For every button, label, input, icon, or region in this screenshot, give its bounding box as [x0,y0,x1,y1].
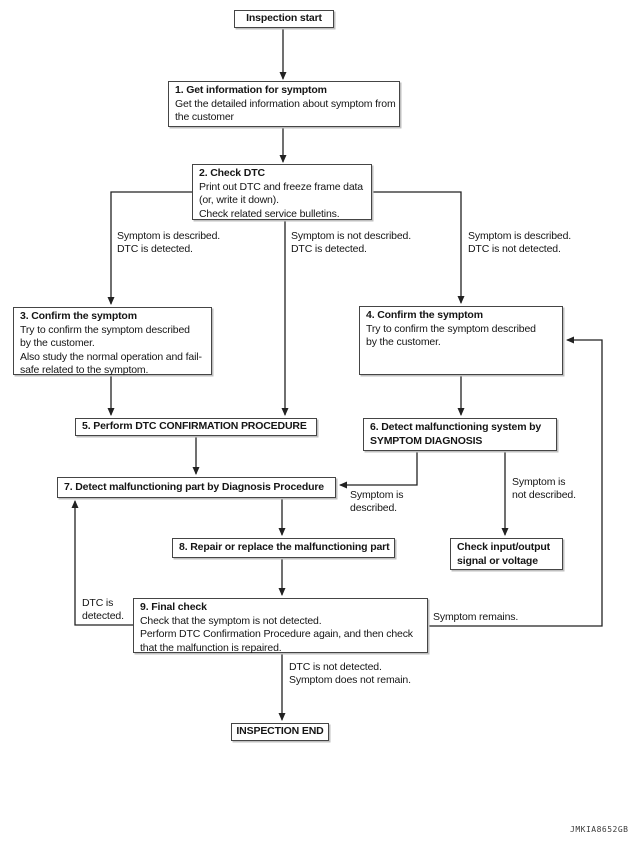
edge-label-line: Symptom is [512,476,566,488]
node-step4-line: Try to confirm the symptom described [366,322,536,335]
edge-label-line: Symptom is described. [468,230,572,242]
edge-step2-to-step4 [372,191,465,304]
edge-label-line: DTC is detected. [117,243,193,255]
node-step4: 4. Confirm the symptom Try to confirm th… [359,306,563,375]
edge-label-line: described. [350,502,397,514]
node-step9-line: Perform DTC Confirmation Procedure again… [140,628,413,640]
node-step1-title: 1. Get information for symptom [175,84,327,96]
node-check-io-title2: signal or voltage [457,554,538,567]
node-step1-line: Get the detailed information about sympt… [175,97,396,110]
figure-code-watermark: JMKIA8652GB [570,825,629,834]
node-step8: 8. Repair or replace the malfunctioning … [172,538,395,558]
edge-label-line: Symptom remains. [433,611,519,623]
node-step2: 2. Check DTC Print out DTC and freeze fr… [192,164,372,220]
node-step5: 5. Perform DTC CONFIRMATION PROCEDURE [75,418,317,436]
node-step2-line: Print out DTC and freeze frame data [199,180,363,193]
node-step3: 3. Confirm the symptom Try to confirm th… [13,307,212,376]
edge-label-branch-mid: Symptom is not described. DTC is detecte… [291,230,411,256]
node-step6-title: 6. Detect malfunctioning system by [370,421,542,433]
node-step5-title: 5. Perform DTC CONFIRMATION PROCEDURE [82,420,307,432]
edge-label-branch-left: Symptom is described. DTC is detected. [117,230,220,256]
edge-label-line: not described. [512,489,576,501]
node-step3-line: Try to confirm the symptom described [20,323,190,336]
node-inspection-end-title: INSPECTION END [236,725,324,738]
edge-step9-loop-step7 [71,500,133,626]
node-check-io-title: Check input/output [457,541,550,553]
node-step3-line: Also study the normal operation and fail… [20,350,202,363]
node-inspection-end: INSPECTION END [231,723,329,741]
node-step9-line: Check that the symptom is not detected. [140,614,322,627]
edge-label-symptom-remains: Symptom remains. [433,611,518,624]
node-step2-line: Check related service bulletins. [199,207,340,220]
node-inspection-start: Inspection start [234,10,334,28]
node-step3-line: by the customer. [20,337,95,349]
edge-label-line: detected. [82,610,124,622]
edge-label-line: DTC is not detected. [468,243,561,255]
edge-label-dtc-not-detected: DTC is not detected. Symptom does not re… [289,661,411,687]
node-step3-line: safe related to the symptom. [20,364,149,376]
edge-step6-to-step7 [339,451,418,489]
edge-label-line: Symptom is not described. [291,230,411,242]
edge-label-line: Symptom is [350,489,404,501]
node-step9-line: that the malfunction is repaired. [140,641,282,654]
edge-label-line: DTC is [82,597,114,609]
node-step9: 9. Final check Check that the symptom is… [133,598,428,654]
node-step6-title2: SYMPTOM DIAGNOSIS [370,434,483,447]
edge-label-line: Symptom is described. [117,230,221,242]
edge-label-line: DTC is detected. [291,243,367,255]
node-check-io: Check input/output signal or voltage [450,538,563,570]
edge-label-dtc-detected: DTC is detected. [82,597,124,623]
node-step7: 7. Detect malfunctioning part by Diagnos… [57,477,336,498]
edge-label-line: Symptom does not remain. [289,674,411,686]
node-step9-title: 9. Final check [140,601,207,613]
node-step4-line: by the customer. [366,336,441,348]
edge-step9-loop-step4 [428,336,603,627]
node-step4-title: 4. Confirm the symptom [366,309,483,321]
edge-step2-to-step3 [107,191,192,305]
node-step1: 1. Get information for symptom Get the d… [168,81,400,127]
node-step3-title: 3. Confirm the symptom [20,310,137,322]
node-step1-line: the customer [175,111,234,123]
node-step6: 6. Detect malfunctioning system by SYMPT… [363,418,557,451]
edge-label-symptom-not-described: Symptom is not described. [512,476,576,502]
node-step8-title: 8. Repair or replace the malfunctioning … [179,541,390,553]
node-step2-title: 2. Check DTC [199,167,265,179]
node-step2-line: (or, write it down). [199,194,279,206]
node-step7-title: 7. Detect malfunctioning part by Diagnos… [64,481,325,493]
node-inspection-start-title: Inspection start [246,12,322,25]
edge-label-branch-right: Symptom is described. DTC is not detecte… [468,230,571,256]
edge-label-symptom-described: Symptom is described. [350,489,403,515]
edge-label-line: DTC is not detected. [289,661,382,673]
